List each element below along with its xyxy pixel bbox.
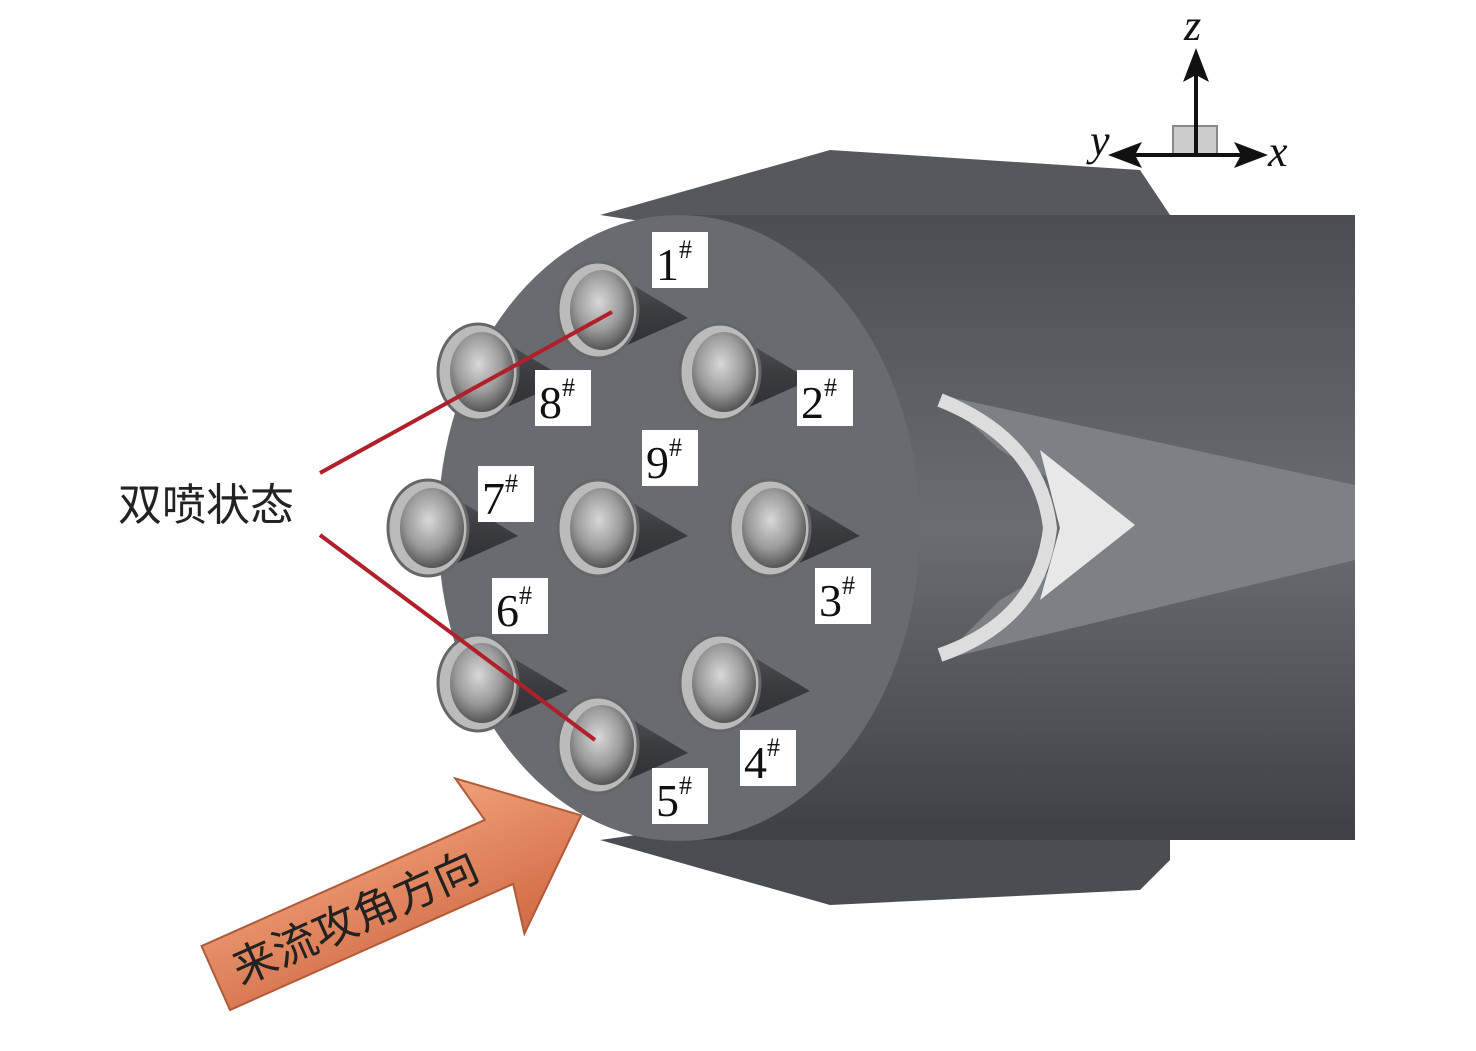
- nozzle-mark: #: [824, 373, 837, 402]
- nozzle-label-8: 8#: [535, 370, 591, 428]
- x-axis-label: x: [1267, 127, 1288, 176]
- nozzle-number: 6: [496, 585, 519, 636]
- leader-line-upper: [319, 310, 613, 475]
- nozzle-5: [556, 695, 688, 795]
- nozzle-number: 9: [646, 437, 669, 488]
- nozzle-mark: #: [679, 771, 692, 800]
- dual-jet-label: 双喷状态: [118, 480, 294, 531]
- nozzle-number: 2: [801, 377, 824, 428]
- y-axis-label: y: [1086, 116, 1110, 165]
- nozzle-mark: #: [767, 733, 780, 762]
- nozzle-label-9: 9#: [642, 430, 698, 488]
- svg-text:8#: 8#: [539, 373, 575, 428]
- nozzle-label-6: 6#: [492, 578, 548, 636]
- nozzle-mark: #: [519, 581, 532, 610]
- coordinate-axes: z x y: [1086, 1, 1288, 176]
- nozzle-mark: #: [679, 235, 692, 264]
- svg-text:7#: 7#: [482, 469, 518, 524]
- nozzle-mark: #: [562, 373, 575, 402]
- nozzle-7: [386, 478, 518, 578]
- nozzle-label-7: 7#: [478, 466, 534, 524]
- nozzle-label-1: 1#: [652, 232, 708, 290]
- base-face: [438, 215, 920, 841]
- nozzle-number: 3: [819, 575, 842, 626]
- side-fin: [937, 393, 1355, 662]
- svg-text:4#: 4#: [744, 733, 780, 788]
- nozzle-number: 5: [656, 775, 679, 826]
- nozzle-label-5: 5#: [652, 768, 708, 826]
- nozzle-1: [556, 260, 688, 360]
- nozzle-mark: #: [669, 433, 682, 462]
- nozzle-number: 8: [539, 377, 562, 428]
- nozzle-label-4: 4#: [740, 730, 796, 788]
- leader-line-lower: [318, 533, 597, 742]
- svg-text:3#: 3#: [819, 571, 855, 626]
- nozzle-label-3: 3#: [815, 568, 871, 626]
- svg-text:5#: 5#: [656, 771, 692, 826]
- nozzle-2: [678, 322, 810, 422]
- nozzle-6: [436, 633, 568, 733]
- nozzle-mark: #: [842, 571, 855, 600]
- nozzle-number: 4: [744, 737, 767, 788]
- nozzle-4: [678, 633, 810, 733]
- nozzle-number: 7: [482, 473, 505, 524]
- nozzle-9: [556, 478, 688, 578]
- nozzle-3: [728, 478, 860, 578]
- nozzle-number: 1: [656, 239, 679, 290]
- svg-text:6#: 6#: [496, 581, 532, 636]
- svg-text:2#: 2#: [801, 373, 837, 428]
- z-axis-label: z: [1183, 1, 1201, 50]
- svg-text:1#: 1#: [656, 235, 692, 290]
- nozzle-mark: #: [505, 469, 518, 498]
- nozzle-label-2: 2#: [797, 370, 853, 428]
- svg-text:9#: 9#: [646, 433, 682, 488]
